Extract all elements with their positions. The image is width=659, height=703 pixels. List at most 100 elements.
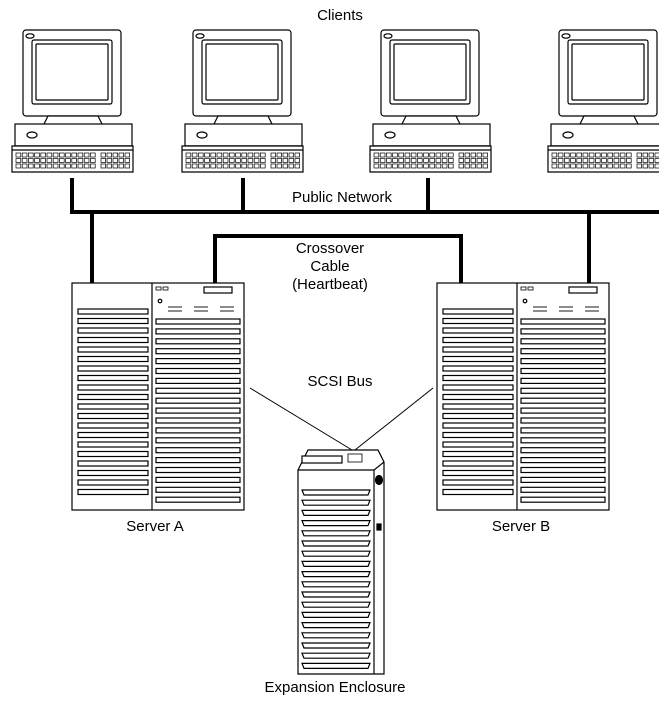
vent-slat (442, 488, 514, 496)
drive-bay (520, 476, 606, 483)
keyboard-key (185, 163, 192, 169)
vent-slat (77, 422, 149, 429)
keyboard-key (386, 163, 392, 169)
keyboard-key (379, 158, 386, 163)
enclosure-drive-slot (301, 662, 371, 669)
drive-bay (520, 427, 606, 434)
vent-slat (77, 403, 149, 410)
keyboard-key (448, 152, 454, 158)
keyboard-key (15, 163, 22, 169)
keyboard-key (601, 163, 607, 169)
monitor-glass (393, 43, 467, 101)
keyboard-key (588, 158, 595, 163)
drive-bay (520, 367, 606, 375)
vent-slat (442, 479, 514, 486)
drive-bay (520, 496, 606, 503)
keyboard-key (65, 163, 71, 169)
drive-bay (155, 328, 241, 335)
keyboard-key (210, 158, 216, 163)
keyboard-key (294, 158, 300, 163)
keyboard-key (429, 152, 435, 158)
power-button-icon (157, 298, 163, 304)
keyboard-key (124, 152, 130, 158)
keyboard-key (648, 163, 654, 169)
keyboard-key (441, 152, 448, 158)
enclosure-drive-slot (301, 632, 371, 639)
vent-slat (77, 393, 149, 401)
vent-slat (442, 346, 514, 353)
client-computer-2 (181, 29, 304, 173)
keyboard-key (21, 152, 28, 158)
keyboard-key (482, 163, 488, 169)
vent-slat (77, 355, 149, 363)
drive-slot-icon (562, 131, 574, 139)
keyboard-key (582, 158, 589, 163)
vent-slat (442, 441, 514, 448)
drive-bay (520, 437, 606, 444)
enclosure-drive-slot (301, 499, 371, 506)
keyboard-key (83, 152, 90, 158)
keyboard-key (52, 152, 59, 158)
keyboard-key (90, 152, 96, 158)
vent-slat (77, 450, 149, 458)
drive-bay (520, 407, 606, 414)
keyboard-key (222, 152, 229, 158)
keyboard-key (448, 163, 454, 169)
keyboard-key (28, 158, 34, 163)
keyboard-key (222, 158, 229, 163)
keyboard-key (429, 163, 435, 169)
enclosure-drive-slot (301, 652, 371, 659)
keyboard-key (557, 158, 564, 163)
drive-bay (520, 457, 606, 464)
keyboard-key (216, 152, 223, 158)
keyboard-key (253, 158, 260, 163)
keyboard-key (392, 158, 398, 163)
display-panel (203, 286, 233, 294)
keyboard-key (112, 152, 118, 158)
keyboard-key (112, 158, 118, 163)
keyboard-key (100, 163, 106, 169)
display-panel (568, 286, 598, 294)
vent-slat (442, 308, 514, 315)
keyboard-key (441, 158, 448, 163)
enclosure-control-panel (347, 453, 363, 463)
keyboard-key (59, 152, 65, 158)
drive-bay (520, 338, 606, 345)
vent-slat (77, 308, 149, 315)
lock-icon (374, 474, 384, 486)
vent-slat (442, 431, 514, 439)
keyboard-key (21, 163, 28, 169)
keyboard-key (636, 163, 642, 169)
drive-bay (520, 328, 606, 335)
keyboard-key (386, 152, 392, 158)
drive-bay (155, 407, 241, 414)
keyboard-key (570, 152, 576, 158)
keyboard-key (282, 152, 288, 158)
keyboard-key (288, 152, 294, 158)
drive-bay (520, 397, 606, 404)
keyboard-key (34, 163, 40, 169)
keyboard-key (100, 158, 106, 163)
keyboard-key (28, 163, 34, 169)
keyboard-key (379, 163, 386, 169)
enclosure-drive-slot (301, 622, 371, 629)
keyboard-key (34, 152, 40, 158)
keyboard-key (204, 163, 210, 169)
keyboard-key (435, 163, 442, 169)
keyboard-key (435, 152, 442, 158)
keyboard-key (204, 152, 210, 158)
keyboard-key (595, 158, 601, 163)
keyboard-key (185, 158, 192, 163)
vent-slat (77, 384, 149, 391)
keyboard-key (276, 163, 282, 169)
keyboard-key (607, 158, 613, 163)
monitor-power-led (195, 33, 205, 39)
keyboard-key (642, 163, 648, 169)
drive-slot-icon (384, 131, 396, 139)
vent-slat (442, 422, 514, 429)
keyboard-key (626, 163, 632, 169)
vent-slat (77, 479, 149, 486)
keyboard-key (464, 163, 470, 169)
keyboard-key (417, 152, 423, 158)
